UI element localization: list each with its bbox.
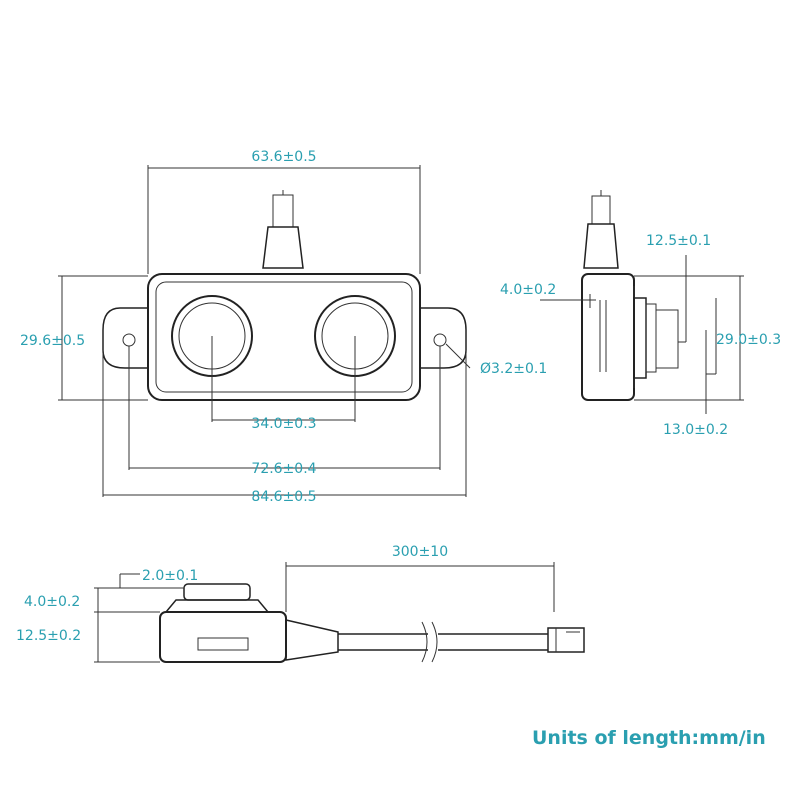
- dim-hole-diameter: Ø3.2±0.1: [480, 361, 547, 377]
- dim-sensor-spacing: 34.0±0.3: [251, 416, 316, 432]
- dim-side-depth: 12.5±0.1: [646, 233, 711, 249]
- bottom-top-bump: [183, 583, 251, 601]
- dim-side-flange: 4.0±0.2: [500, 282, 556, 298]
- cable-connector-plug: [547, 627, 585, 653]
- dim-front-height: 29.6±0.5: [20, 333, 85, 349]
- side-view: 12.5±0.1 4.0±0.2 29.0±0.3 13.0±0.2: [500, 190, 781, 438]
- cable-strain-relief: [285, 619, 339, 661]
- left-mount-hole: [122, 333, 136, 347]
- front-connector: [262, 190, 304, 269]
- dim-cable-length: 300±10: [392, 544, 448, 560]
- dim-bottom-top: 4.0±0.2: [24, 594, 80, 610]
- side-body: [581, 273, 635, 401]
- bottom-shoulder: [164, 599, 270, 613]
- bottom-view: 300±10 2.0±0.1 4.0±0.2 12.5±0.2: [16, 544, 585, 663]
- side-connector: [583, 190, 619, 269]
- side-transducer-face: [633, 297, 647, 379]
- dim-side-height: 29.0±0.3: [716, 332, 781, 348]
- dim-overall-width: 84.6±0.5: [251, 489, 316, 505]
- left-mounting-ear: [102, 307, 148, 369]
- dim-hole-spacing: 72.6±0.4: [251, 461, 316, 477]
- dim-bottom-body: 12.5±0.2: [16, 628, 81, 644]
- front-view: 63.6±0.5 29.6±0.5 34.0±0.3 72.6±0.4 84.6…: [20, 149, 547, 505]
- dim-top-width: 63.6±0.5: [251, 149, 316, 165]
- dim-side-body: 13.0±0.2: [663, 422, 728, 438]
- right-mounting-ear: [420, 307, 467, 369]
- bottom-body: [159, 611, 287, 663]
- right-mount-hole: [433, 333, 447, 347]
- front-body: [147, 273, 421, 401]
- dim-bottom-step: 2.0±0.1: [142, 568, 198, 584]
- units-label: Units of length:mm/in: [532, 727, 766, 749]
